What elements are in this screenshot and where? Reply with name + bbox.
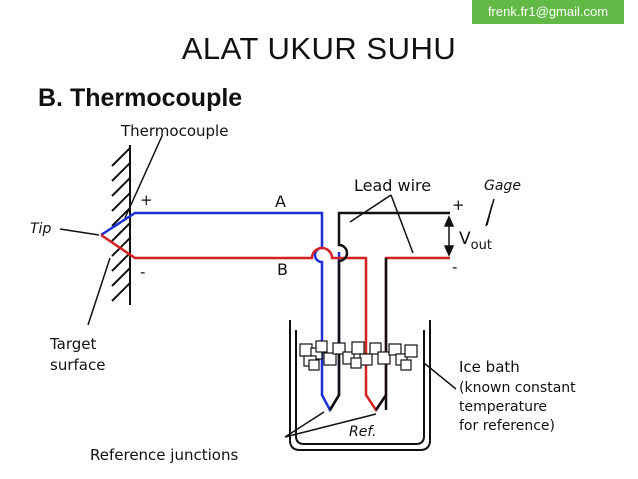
ice-bath-line4: for reference) bbox=[459, 418, 555, 434]
lead-wire-return bbox=[328, 258, 388, 411]
vout-subscript: out bbox=[471, 238, 492, 253]
minus-right-label: - bbox=[452, 258, 457, 276]
wire-a-blue bbox=[100, 211, 341, 413]
vout-label: Vout bbox=[459, 229, 492, 253]
gage-pointer bbox=[486, 204, 493, 226]
ice-cubes bbox=[299, 340, 418, 371]
page-title: ALAT UKUR SUHU bbox=[181, 31, 457, 66]
thermocouple-label: Thermocouple bbox=[120, 122, 228, 140]
target-surface-wall bbox=[111, 145, 131, 305]
lead-wire bbox=[328, 211, 450, 411]
ice-bath-line2: (known constant bbox=[459, 380, 576, 396]
minus-left-label: - bbox=[140, 263, 145, 281]
ref-label: Ref. bbox=[349, 424, 376, 440]
ice-bath-line3: temperature bbox=[459, 399, 547, 415]
ice-bath-container bbox=[289, 320, 431, 451]
tip-label: Tip bbox=[30, 221, 51, 237]
section-subtitle: B. Thermocouple bbox=[38, 84, 243, 112]
ice-bath-line1: Ice bath bbox=[459, 358, 520, 376]
wire-a-label: A bbox=[275, 192, 286, 211]
target-label-line2: surface bbox=[50, 356, 105, 374]
reference-junctions-label: Reference junctions bbox=[90, 446, 238, 464]
plus-right-label: + bbox=[452, 196, 465, 214]
plus-left-label: + bbox=[140, 191, 153, 209]
wire-b-label: B bbox=[277, 260, 288, 279]
vout-v: V bbox=[459, 229, 471, 249]
gage-label: Gage bbox=[484, 178, 521, 194]
target-label-line1: Target bbox=[49, 335, 97, 353]
vout-arrow bbox=[443, 215, 455, 257]
lead-wire-label: Lead wire bbox=[354, 176, 431, 195]
wire-b-red bbox=[100, 233, 450, 413]
email-badge: frenk.fr1@gmail.com bbox=[472, 0, 624, 24]
